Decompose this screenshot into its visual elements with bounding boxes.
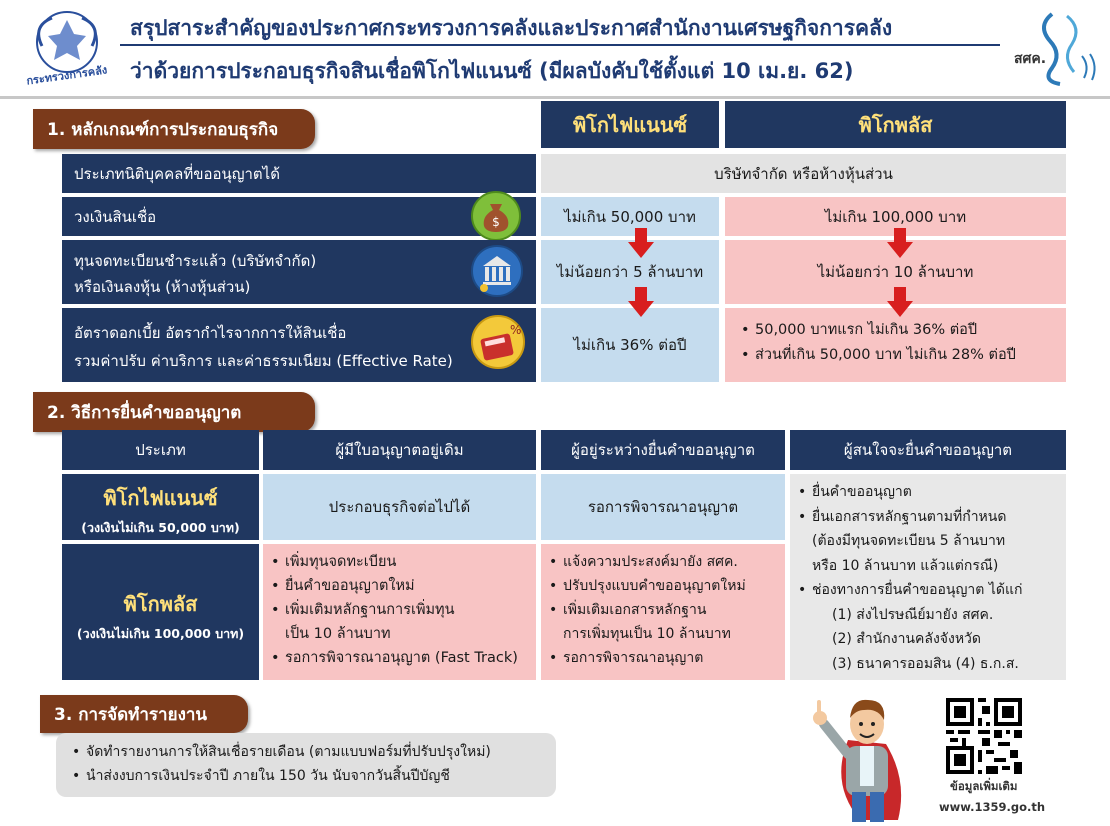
channel-item: (1) ส่งไปรษณีย์มายัง สศค. [832, 606, 994, 623]
qr-code[interactable] [946, 698, 1022, 774]
capital-label-line1: ทุนจดทะเบียนชำระแล้ว (บริษัทจำกัด) [74, 252, 317, 270]
page-title-line2: ว่าด้วยการประกอบธุรกิจสินเชื่อพิโกไฟแนนซ… [130, 59, 854, 83]
section2-heading: 2. วิธีการยื่นคำขออนุญาต [33, 392, 315, 432]
s2-plus-sub: (วงเงินไม่เกิน 100,000 บาท) [76, 626, 245, 641]
calculator-percent-icon: % [470, 314, 526, 370]
list-item-note: (ต้องมีทุนจดทะเบียน 5 ล้านบาท [812, 533, 1006, 549]
list-item: แจ้งความประสงค์มายัง สศค. [547, 550, 785, 574]
bank-icon [470, 244, 524, 298]
header-divider [0, 96, 1110, 99]
s2-header-pending: ผู้อยู่ระหว่างยื่นคำขออนุญาต [541, 430, 785, 470]
rate-label-line2: รวมค่าปรับ ค่าบริการ และค่าธรรมเนียม (Ef… [74, 352, 453, 370]
fpo-logo-text: สศค. [1014, 51, 1047, 67]
s2-type-pico: พิโกไฟแนนซ์ (วงเงินไม่เกิน 50,000 บาท) [62, 474, 259, 540]
col-header-pico-plus: พิโกพลัส [725, 101, 1066, 148]
row-label-entity: ประเภทนิติบุคคลที่ขออนุญาตได้ [62, 154, 536, 193]
row-label-effective-rate: อัตราดอกเบี้ย อัตรากำไรจากการให้สินเชื่อ… [62, 308, 536, 382]
s2-header-existing: ผู้มีใบอนุญาตอยู่เดิม [263, 430, 536, 470]
list-item: ปรับปรุงแบบคำขออนุญาตใหม่ [547, 574, 785, 598]
arrow-down-icon [887, 228, 913, 258]
list-item: รอการพิจารณาอนุญาต [547, 646, 785, 670]
money-bag-icon: $ [470, 190, 522, 242]
list-item: ยื่นคำขออนุญาต [796, 480, 1066, 505]
s2-pico-existing: ประกอบธุรกิจต่อไปได้ [263, 474, 536, 540]
list-item: ยื่นเอกสารหลักฐานตามที่กำหนด [796, 505, 1066, 530]
report-box: จัดทำรายงานการให้สินเชื่อรายเดือน (ตามแบ… [56, 733, 556, 797]
fpo-logo: สศค. [1012, 6, 1102, 88]
list-item: เพิ่มเติมหลักฐานการเพิ่มทุน [269, 598, 536, 622]
rate-plus-item: ส่วนที่เกิน 50,000 บาท ไม่เกิน 28% ต่อปี [739, 343, 1066, 368]
page-title-line1: สรุปสาระสำคัญของประกาศกระทรวงการคลังและป… [130, 16, 893, 40]
list-item: เพิ่มทุนจดทะเบียน [269, 550, 536, 574]
svg-text:$: $ [492, 215, 500, 229]
limit-plus: ไม่เกิน 100,000 บาท [725, 197, 1066, 236]
capital-label-line2: หรือเงินลงหุ้น (ห้างหุ้นส่วน) [74, 278, 251, 296]
s2-header-interested: ผู้สนใจจะยื่นคำขออนุญาต [790, 430, 1066, 470]
s2-pico-title: พิโกไฟแนนซ์ [103, 486, 218, 510]
s2-type-plus: พิโกพลัส (วงเงินไม่เกิน 100,000 บาท) [62, 544, 259, 680]
s2-header-type: ประเภท [62, 430, 259, 470]
more-info-label: ข้อมูลเพิ่มเติม [950, 779, 1018, 793]
list-item: รอการพิจารณาอนุญาต (Fast Track) [269, 646, 536, 670]
channel-item: (3) ธนาคารออมสิน (4) ธ.ก.ส. [832, 655, 1019, 672]
section1-heading: 1. หลักเกณฑ์การประกอบธุรกิจ [33, 109, 315, 149]
rate-pico: ไม่เกิน 36% ต่อปี [541, 308, 719, 382]
list-item: ยื่นคำขออนุญาตใหม่ [269, 574, 536, 598]
arrow-down-icon [887, 287, 913, 317]
row-label-credit-limit: วงเงินสินเชื่อ [62, 197, 536, 236]
col-header-pico-finance: พิโกไฟแนนซ์ [541, 101, 719, 148]
ministry-of-finance-logo: กระทรวงการคลัง [22, 6, 112, 88]
limit-pico: ไม่เกิน 50,000 บาท [541, 197, 719, 236]
list-item-note: หรือ 10 ล้านบาท แล้วแต่กรณี) [812, 557, 999, 574]
website-url[interactable]: www.1359.go.th [939, 800, 1046, 814]
list-item: เพิ่มเติมเอกสารหลักฐาน [547, 598, 785, 622]
list-item: นำส่งงบการเงินประจำปี ภายใน 150 วัน นับจ… [70, 764, 556, 788]
s2-plus-title: พิโกพลัส [123, 592, 198, 616]
arrow-down-icon [628, 228, 654, 258]
row-label-capital: ทุนจดทะเบียนชำระแล้ว (บริษัทจำกัด) หรือเ… [62, 240, 536, 304]
s2-pico-sub: (วงเงินไม่เกิน 50,000 บาท) [81, 520, 240, 535]
list-item: ช่องทางการยื่นคำขออนุญาต ได้แก่ [796, 578, 1066, 603]
s2-plus-pending: แจ้งความประสงค์มายัง สศค. ปรับปรุงแบบคำข… [541, 544, 785, 680]
s2-plus-existing: เพิ่มทุนจดทะเบียน ยื่นคำขออนุญาตใหม่ เพิ… [263, 544, 536, 680]
title-underline [120, 44, 1000, 46]
channel-item: (2) สำนักงานคลังจังหวัด [832, 631, 982, 647]
s2-interested: ยื่นคำขออนุญาต ยื่นเอกสารหลักฐานตามที่กำ… [790, 474, 1066, 680]
list-item: จัดทำรายงานการให้สินเชื่อรายเดือน (ตามแบ… [70, 740, 556, 764]
capital-pico: ไม่น้อยกว่า 5 ล้านบาท [541, 240, 719, 304]
arrow-down-icon [628, 287, 654, 317]
rate-label-line1: อัตราดอกเบี้ย อัตรากำไรจากการให้สินเชื่อ [74, 324, 347, 342]
rate-plus: 50,000 บาทแรก ไม่เกิน 36% ต่อปี ส่วนที่เ… [725, 308, 1066, 382]
percent-glyph: % [510, 323, 521, 337]
list-item-continuation: เป็น 10 ล้านบาท [285, 626, 391, 642]
rate-plus-item: 50,000 บาทแรก ไม่เกิน 36% ต่อปี [739, 318, 1066, 343]
entity-value: บริษัทจำกัด หรือห้างหุ้นส่วน [541, 154, 1066, 193]
s2-pico-pending: รอการพิจารณาอนุญาต [541, 474, 785, 540]
cartoon-man-illustration [790, 684, 918, 822]
section3-heading: 3. การจัดทำรายงาน [40, 695, 248, 733]
list-item-continuation: การเพิ่มทุนเป็น 10 ล้านบาท [563, 626, 731, 642]
